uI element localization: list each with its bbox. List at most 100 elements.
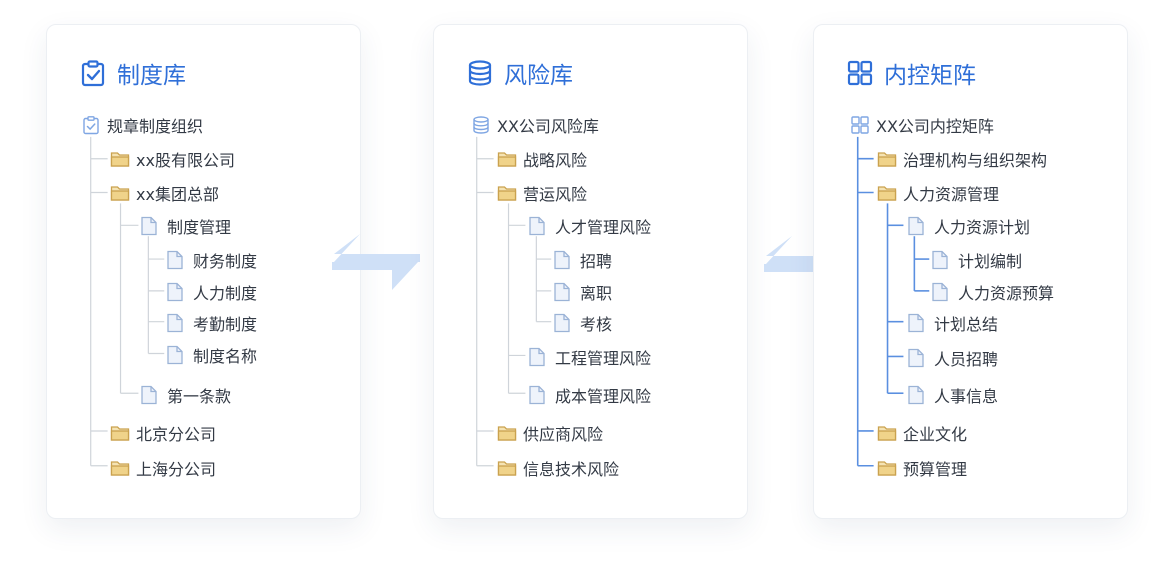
document-icon <box>529 347 545 367</box>
folder-icon <box>877 461 897 476</box>
tree-item-label: 考核 <box>580 315 613 334</box>
tree-item-label: 人力资源管理 <box>903 185 1000 204</box>
tree-item-folder[interactable]: 供应商风险 <box>497 422 603 444</box>
tree: 规章制度组织 xx股有限公司 xx集团总部 制度管理 财务制度 人力制度 考勤制… <box>47 25 360 518</box>
clipboard-check-icon <box>83 116 99 135</box>
tree-item-document[interactable]: 计划总结 <box>907 312 998 334</box>
tree-item-label: 人事信息 <box>934 387 999 406</box>
folder-icon <box>110 152 130 167</box>
document-icon <box>908 313 924 333</box>
tree: XX公司风险库 战略风险 营运风险 人才管理风险 招聘 离职 考核 工程管理风 <box>434 25 747 518</box>
tree-root[interactable]: XX公司风险库 <box>471 114 599 136</box>
tree-root[interactable]: 规章制度组织 <box>81 114 203 136</box>
tree-item-folder[interactable]: 企业文化 <box>877 422 967 444</box>
tree-item-document[interactable]: 人事信息 <box>907 384 998 406</box>
document-icon <box>932 282 948 302</box>
folder-icon <box>110 426 130 441</box>
tree-item-document[interactable]: 财务制度 <box>166 249 257 271</box>
tree-item-document[interactable]: 人力制度 <box>166 281 257 303</box>
document-icon <box>908 216 924 236</box>
panel-title: 风险库 <box>466 57 573 89</box>
tree-item-folder[interactable]: xx股有限公司 <box>110 148 235 170</box>
tree-item-folder[interactable]: 北京分公司 <box>110 422 216 444</box>
tree-item-label: 招聘 <box>580 252 613 271</box>
tree-item-document[interactable]: 离职 <box>553 281 612 303</box>
tree-item-label: XX公司内控矩阵 <box>876 117 994 136</box>
document-icon <box>141 385 157 405</box>
tree-item-document[interactable]: 制度管理 <box>140 215 231 237</box>
tree-item-label: 财务制度 <box>193 252 258 271</box>
tree-item-folder[interactable]: 上海分公司 <box>110 457 216 479</box>
tree-root[interactable]: XX公司内控矩阵 <box>850 114 994 136</box>
tree-item-label: 上海分公司 <box>136 460 217 479</box>
tree-item-label: 制度管理 <box>167 218 232 237</box>
tree-item-label: 企业文化 <box>903 425 968 444</box>
tree-item-label: 人力制度 <box>193 284 258 303</box>
document-icon <box>141 216 157 236</box>
panel-risk-library: 风险库 XX公司风险库 战略风险 营运风险 人才管理风险 招聘 <box>433 24 748 519</box>
grid-icon <box>847 60 873 86</box>
tree: XX公司内控矩阵 治理机构与组织架构 人力资源管理 人力资源计划 计划编制 人力… <box>814 25 1127 518</box>
tree-item-document[interactable]: 制度名称 <box>166 344 257 366</box>
tree-item-document[interactable]: 招聘 <box>553 249 612 271</box>
tree-item-document[interactable]: 人力资源计划 <box>907 215 1030 237</box>
document-icon <box>529 216 545 236</box>
panel-title: 内控矩阵 <box>846 57 976 89</box>
folder-icon <box>877 426 897 441</box>
panel-title-text: 风险库 <box>504 63 573 89</box>
tree-item-folder[interactable]: 战略风险 <box>497 148 587 170</box>
tree-item-document[interactable]: 人才管理风险 <box>528 215 651 237</box>
folder-icon <box>110 461 130 476</box>
tree-item-folder[interactable]: 治理机构与组织架构 <box>877 148 1047 170</box>
tree-item-folder[interactable]: 营运风险 <box>497 182 587 204</box>
database-icon <box>473 116 489 134</box>
tree-item-label: 计划总结 <box>934 315 999 334</box>
tree-item-document[interactable]: 考勤制度 <box>166 312 257 334</box>
tree-item-label: 预算管理 <box>903 460 968 479</box>
folder-icon <box>497 426 517 441</box>
tree-item-label: 人才管理风险 <box>555 218 652 237</box>
clipboard-check-icon <box>81 60 105 87</box>
document-icon <box>529 385 545 405</box>
document-icon <box>167 313 183 333</box>
document-icon <box>167 345 183 365</box>
bidirectional-arrow-icon <box>332 234 420 290</box>
tree-item-label: 人力资源预算 <box>958 284 1055 303</box>
tree-item-document[interactable]: 人员招聘 <box>907 347 998 369</box>
tree-item-document[interactable]: 计划编制 <box>931 249 1022 271</box>
tree-item-label: 成本管理风险 <box>555 387 652 406</box>
document-icon <box>932 250 948 270</box>
folder-icon <box>497 461 517 476</box>
document-icon <box>908 348 924 368</box>
tree-item-label: 工程管理风险 <box>555 349 652 368</box>
tree-item-label: 治理机构与组织架构 <box>903 151 1048 170</box>
panel-title-text: 制度库 <box>117 63 186 89</box>
tree-item-document[interactable]: 成本管理风险 <box>528 384 651 406</box>
panel-title-text: 内控矩阵 <box>884 63 976 89</box>
tree-item-folder[interactable]: 信息技术风险 <box>497 457 619 479</box>
tree-item-folder[interactable]: 预算管理 <box>877 457 967 479</box>
tree-item-label: 计划编制 <box>958 252 1023 271</box>
tree-item-document[interactable]: 工程管理风险 <box>528 346 651 368</box>
tree-item-label: 供应商风险 <box>523 425 604 444</box>
document-icon <box>554 250 570 270</box>
tree-item-label: 考勤制度 <box>193 315 258 334</box>
folder-icon <box>110 186 130 201</box>
tree-item-document[interactable]: 考核 <box>553 312 612 334</box>
tree-item-document[interactable]: 第一条款 <box>140 384 231 406</box>
tree-item-label: 北京分公司 <box>136 425 217 444</box>
tree-item-label: XX公司风险库 <box>497 117 599 136</box>
document-icon <box>554 313 570 333</box>
tree-item-label: 营运风险 <box>523 185 588 204</box>
document-icon <box>908 385 924 405</box>
tree-item-folder[interactable]: xx集团总部 <box>110 182 219 204</box>
tree-item-document[interactable]: 人力资源预算 <box>931 281 1054 303</box>
grid-icon <box>851 116 869 134</box>
folder-icon <box>877 186 897 201</box>
tree-item-folder[interactable]: 人力资源管理 <box>877 182 999 204</box>
database-icon <box>468 60 492 86</box>
tree-item-label: 战略风险 <box>523 151 588 170</box>
tree-item-label: 离职 <box>580 284 613 303</box>
tree-item-label: xx集团总部 <box>136 185 219 204</box>
tree-item-label: 人力资源计划 <box>934 218 1031 237</box>
